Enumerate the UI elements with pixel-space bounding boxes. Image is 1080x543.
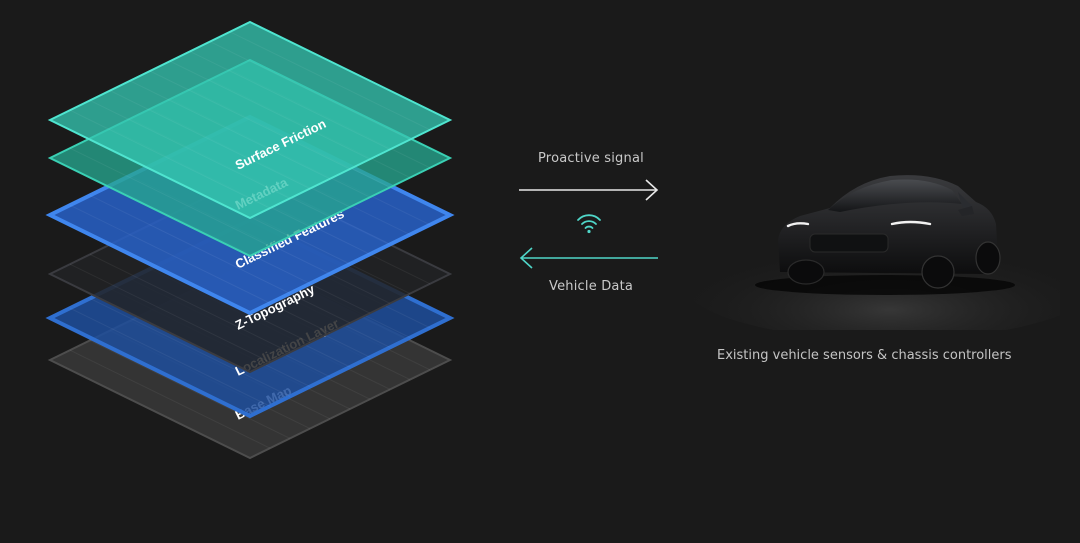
car-windshield: [828, 179, 962, 212]
rear-wheel: [975, 241, 1001, 275]
front-left-wheel: [787, 259, 825, 285]
car-grille: [809, 233, 889, 253]
front-right-wheel: [921, 255, 955, 289]
vehicle-caption: Existing vehicle sensors & chassis contr…: [717, 348, 1012, 363]
proactive-signal-arrow: [519, 179, 659, 201]
map-layer-plane: [47, 20, 453, 220]
proactive-signal-label: Proactive signal: [538, 151, 644, 166]
map-layer-stack: Base MapLocalization LayerZ-TopographyCl…: [45, 20, 455, 460]
car-image: [680, 175, 1060, 330]
wifi-icon: [577, 214, 601, 234]
signal-arrows: [519, 179, 659, 269]
map-layer-surface-friction: Surface Friction: [47, 20, 453, 220]
headlight-right: [890, 220, 932, 226]
headlight-left: [786, 222, 810, 228]
vehicle-data-arrow: [519, 247, 658, 269]
vehicle-data-label: Vehicle Data: [549, 279, 634, 294]
